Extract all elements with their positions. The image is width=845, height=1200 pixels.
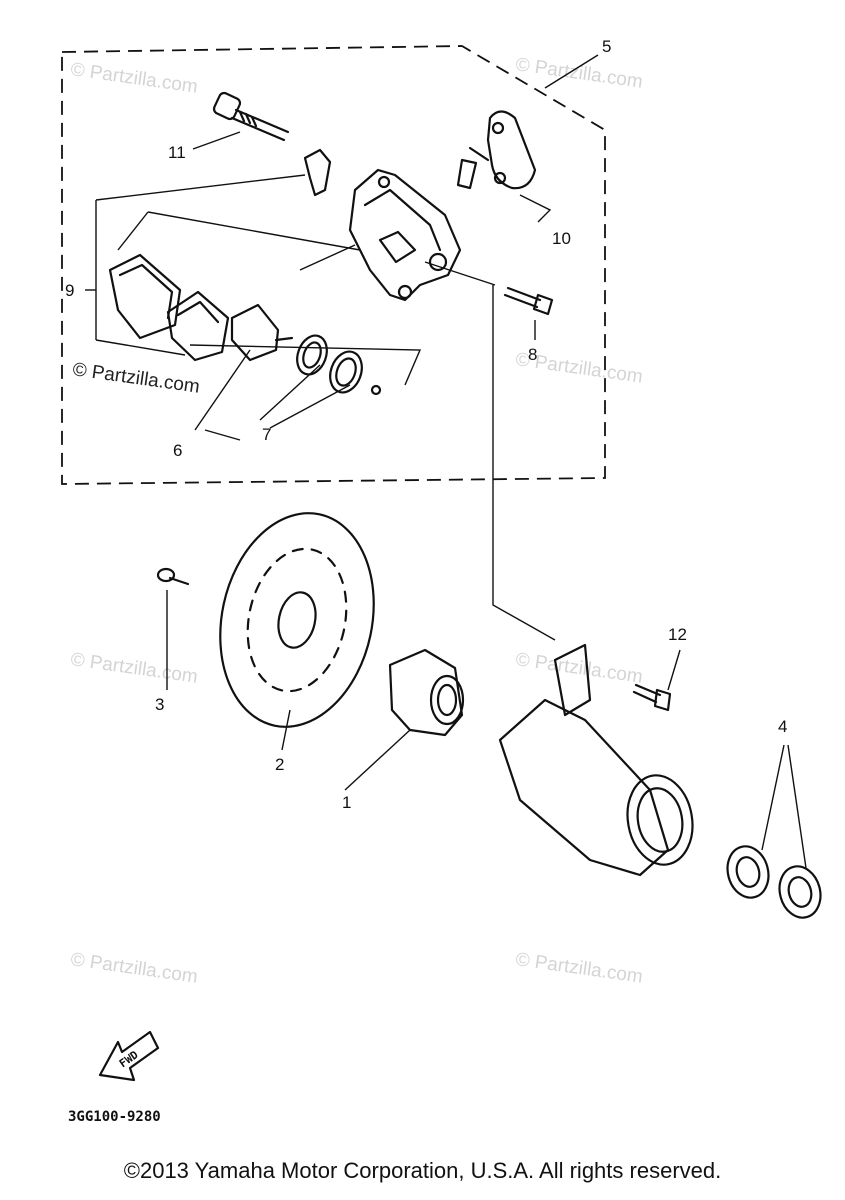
watermark-2: © Partzilla.com xyxy=(514,54,644,93)
callout-numbers: 1 2 3 4 5 6 7 8 9 10 11 12 xyxy=(65,37,787,812)
callout-12: 12 xyxy=(668,625,687,644)
watermark-4: © Partzilla.com xyxy=(69,649,199,688)
bolt-8 xyxy=(503,286,554,316)
callout-7: 7 xyxy=(262,425,271,444)
bracket-10 xyxy=(456,110,537,190)
assembly-guides xyxy=(95,174,556,641)
callout-10: 10 xyxy=(552,229,571,248)
diagram-code: 3GG100-9280 xyxy=(68,1109,161,1125)
brake-pads-9 xyxy=(108,253,230,362)
copyright-notice: ©2013 Yamaha Motor Corporation, U.S.A. A… xyxy=(123,1158,722,1183)
brake-disc-2 xyxy=(219,512,375,728)
fwd-label: FWD xyxy=(117,1048,141,1070)
fwd-arrow-icon: FWD xyxy=(98,1030,160,1082)
callout-4: 4 xyxy=(778,717,787,736)
small-clip xyxy=(303,148,332,197)
caliper-body xyxy=(348,168,462,302)
bolt-12 xyxy=(632,683,672,712)
caliper-assembly-boundary xyxy=(61,45,606,485)
callout-1: 1 xyxy=(342,793,351,812)
callout-5: 5 xyxy=(602,37,611,56)
watermark-5: © Partzilla.com xyxy=(514,649,644,688)
watermark-dark: © Partzilla.com xyxy=(71,359,201,398)
callout-9: 9 xyxy=(65,281,74,300)
disc-hub-1 xyxy=(388,648,465,737)
callout-3: 3 xyxy=(155,695,164,714)
piston-6 xyxy=(230,303,294,362)
callout-2: 2 xyxy=(275,755,284,774)
watermark-6: © Partzilla.com xyxy=(69,949,199,988)
disc-bolt-3 xyxy=(156,567,190,586)
watermark-1: © Partzilla.com xyxy=(69,59,199,98)
watermark-7: © Partzilla.com xyxy=(514,949,644,988)
callout-6: 6 xyxy=(173,441,182,460)
callout-leaders xyxy=(85,54,807,869)
seals-7 xyxy=(296,334,382,396)
callout-8: 8 xyxy=(528,345,537,364)
callout-11: 11 xyxy=(168,143,186,162)
nuts-4 xyxy=(726,845,822,919)
caliper-bracket xyxy=(498,643,694,877)
watermarks: © Partzilla.com © Partzilla.com © Partzi… xyxy=(69,54,644,988)
slide-pin-bolt-11 xyxy=(212,91,290,142)
